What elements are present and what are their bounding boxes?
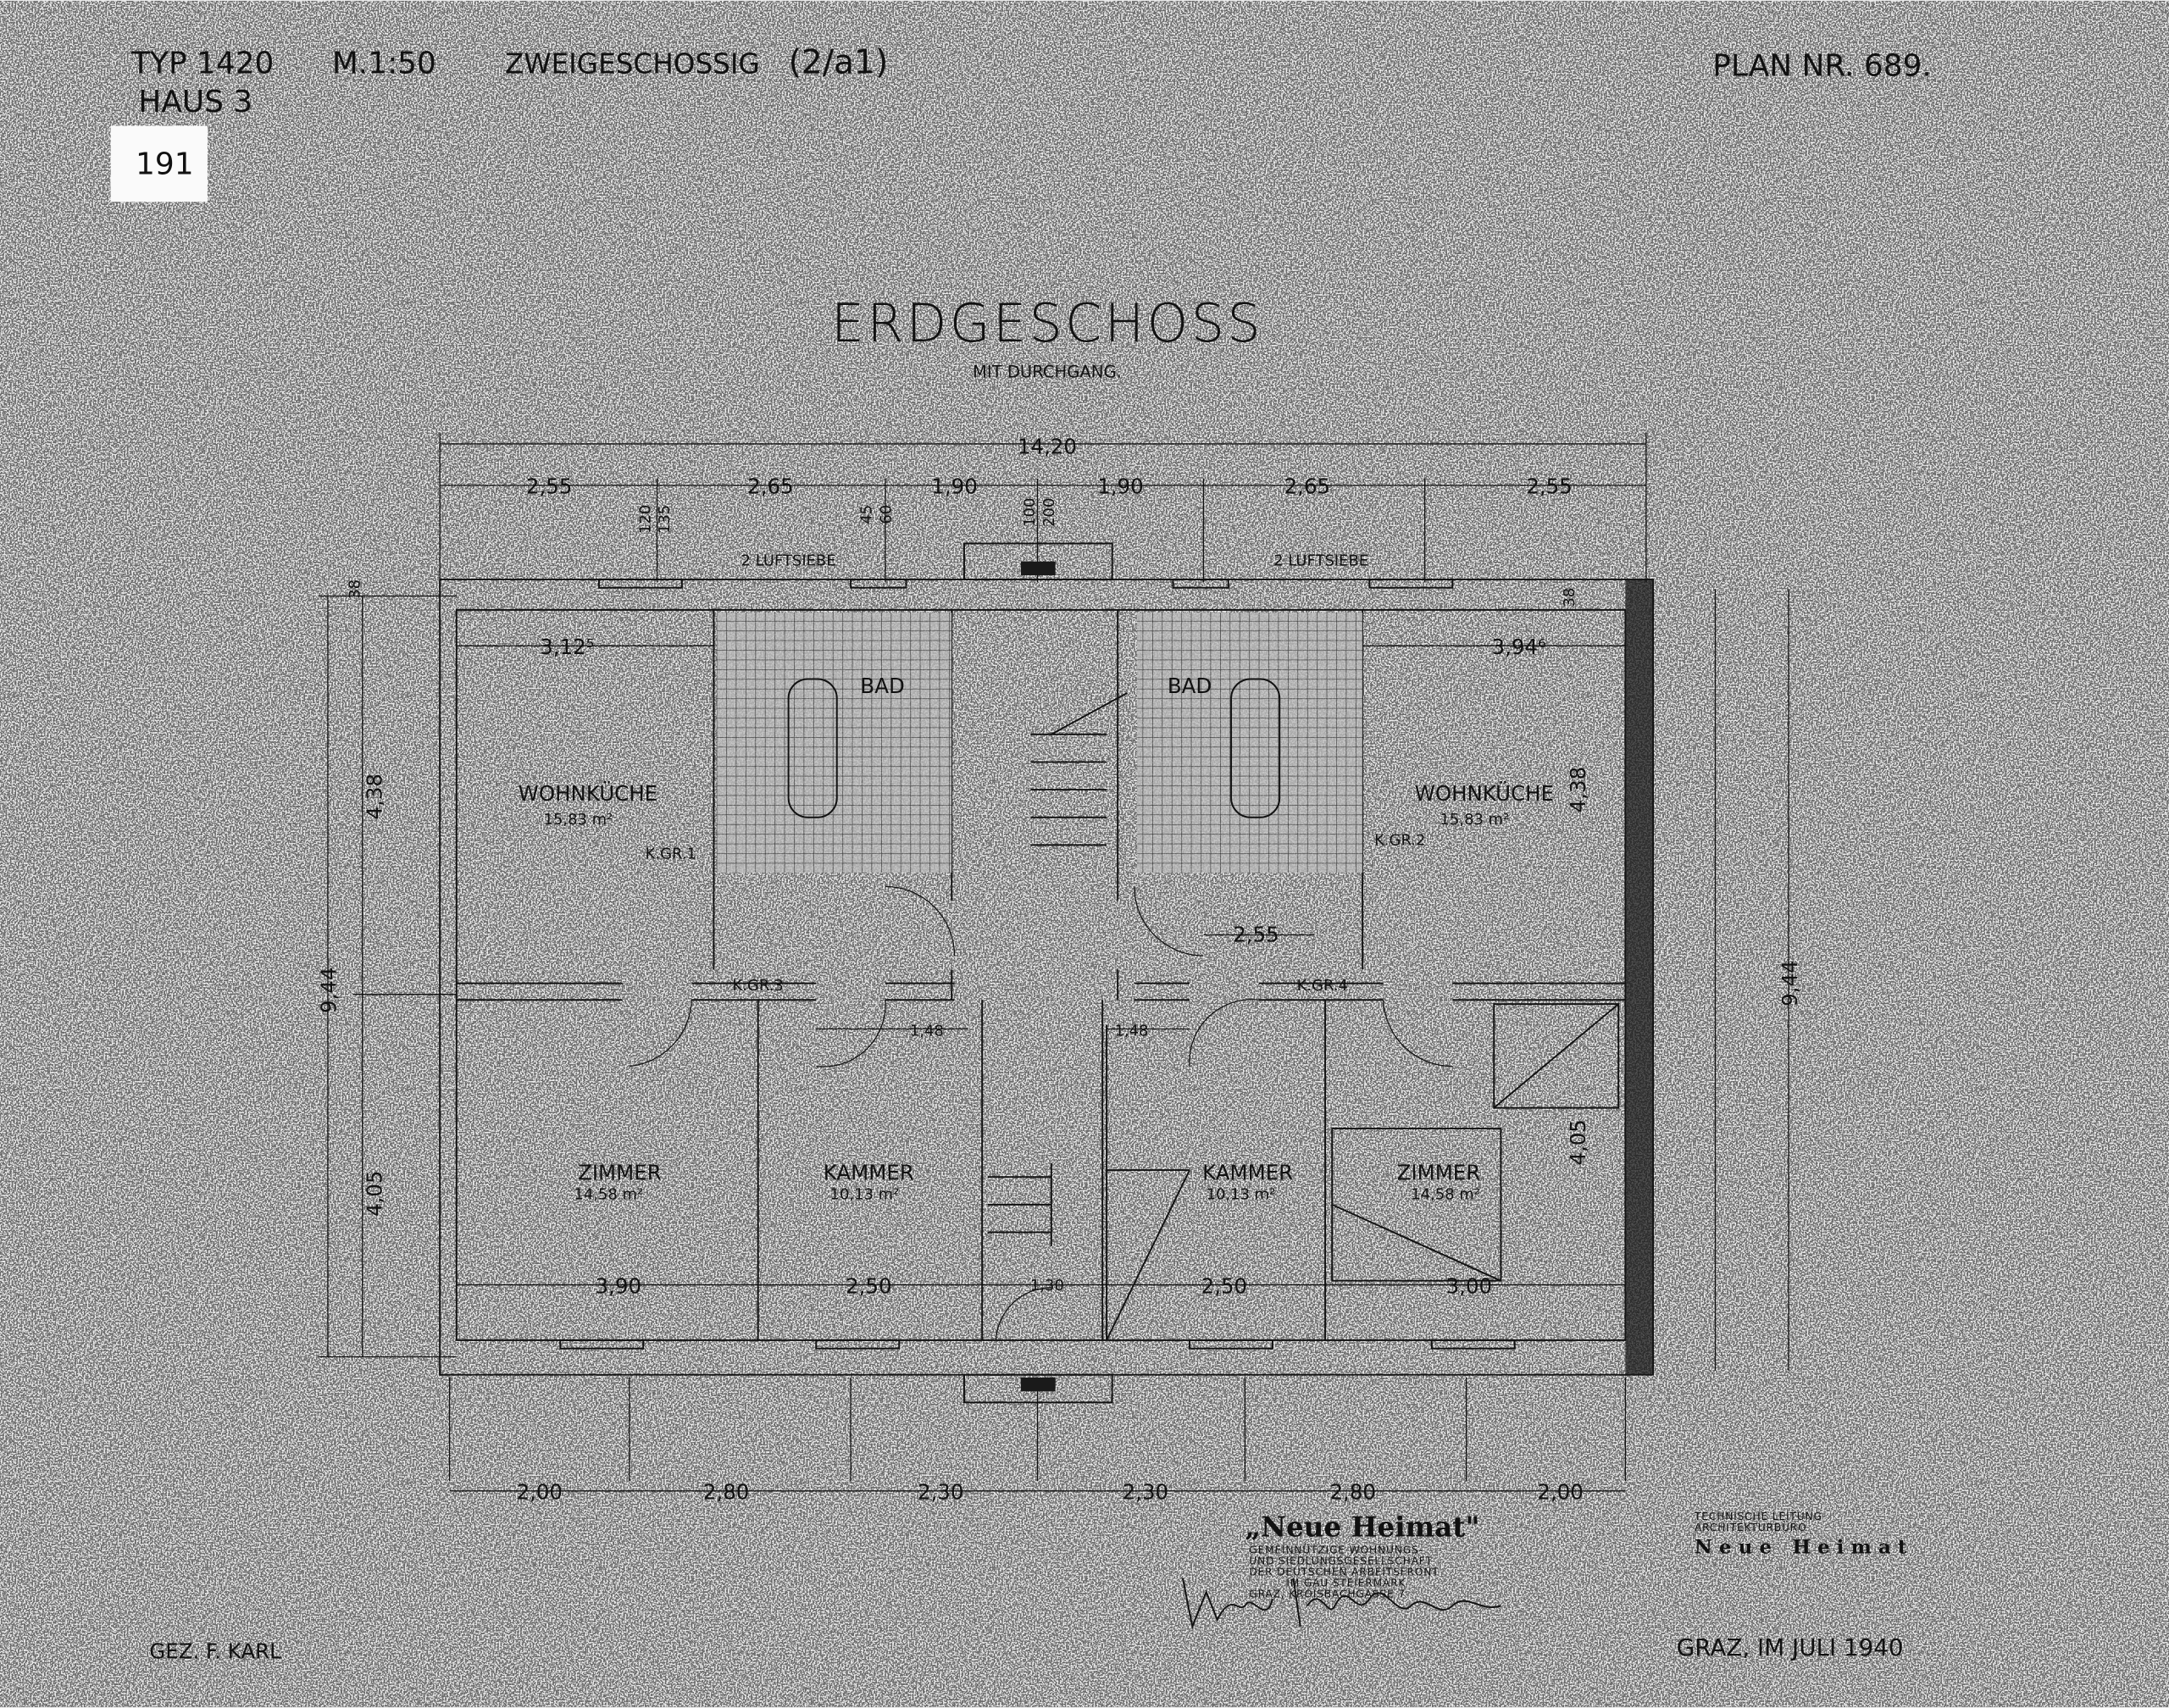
stamp-line: IM GAU STEIERMARK: [1286, 1577, 1406, 1589]
dim-inner: 3,00: [1446, 1273, 1492, 1298]
room-area: 10,13 m²: [830, 1185, 900, 1203]
dim-inner: 1,30: [1030, 1277, 1064, 1295]
inner-dimensions: 3,12⁵ 3,94⁶ 3,90 2,50 2,50 3,00 1,48 1,4…: [456, 635, 1626, 1298]
dim-inner: 3,12⁵: [540, 635, 594, 659]
stamp-line: TECHNISCHE LEITUNG: [1694, 1511, 1822, 1522]
right-lower-dim: 4,05: [1566, 1119, 1590, 1165]
dim-inner: 3,94⁶: [1492, 635, 1546, 659]
room-kgr3: K.GR.3: [733, 977, 784, 995]
dim-bottom: 2,30: [1123, 1480, 1168, 1505]
right-overall-dim: 9,44: [1778, 960, 1802, 1006]
dim-top: 2,55: [526, 474, 572, 499]
room-area: 14,58 m²: [1411, 1185, 1480, 1203]
room-wohnkueche-right: WOHNKÜCHE: [1415, 781, 1554, 806]
room-kgr2: K.GR.2: [1374, 831, 1425, 849]
code-label: (2/a1): [789, 43, 889, 81]
room-zimmer-right: ZIMMER: [1397, 1160, 1481, 1184]
left-upper-dim: 4,38: [363, 774, 387, 819]
dim-top: 2,55: [1526, 474, 1572, 499]
room-bad-right: BAD: [1168, 674, 1212, 698]
plan-subtitle: MIT DURCHGANG.: [973, 363, 1122, 382]
drawn-by: GEZ. F. KARL: [149, 1639, 281, 1663]
plan-title: ERDGESCHOSS: [831, 292, 1263, 354]
walls: [439, 542, 1654, 1404]
room-wohnkueche-left: WOHNKÜCHE: [519, 781, 657, 806]
top-dimensions: 2,55 2,65 1,90 1,90 2,65 2,55: [526, 474, 1573, 499]
room-kammer-left: KAMMER: [824, 1160, 914, 1184]
stamp-title: „Neue Heimat": [1245, 1511, 1479, 1544]
dim-bottom: 2,00: [1537, 1480, 1583, 1505]
room-area: 14,58 m²: [574, 1185, 644, 1203]
stamp-line: ARCHITEKTURBÜRO: [1695, 1520, 1807, 1533]
window-mark: 135: [656, 505, 674, 534]
dim-top: 2,65: [1284, 474, 1330, 499]
window-mark: 45: [858, 505, 876, 524]
room-bad-left: BAD: [860, 674, 904, 698]
left-lower-dim: 4,05: [363, 1171, 387, 1217]
plan-number: PLAN NR. 689.: [1712, 49, 1932, 84]
room-zimmer-left: ZIMMER: [578, 1160, 662, 1184]
right-upper-dim: 4,38: [1566, 767, 1590, 812]
dim-top: 2,65: [747, 474, 793, 499]
stamp-technische-leitung: TECHNISCHE LEITUNG ARCHITEKTURBÜRO Neue …: [1694, 1511, 1914, 1558]
stamp-neue-heimat: „Neue Heimat" GEMEINNÜTZIGE WOHNUNGS- UN…: [1245, 1511, 1479, 1600]
wall-thickness: 38: [1561, 588, 1578, 607]
dim-inner: 3,90: [596, 1273, 641, 1298]
window-mark: 120: [636, 505, 654, 534]
dim-top: 1,90: [931, 474, 977, 499]
stamp-line: GEMEINNÜTZIGE WOHNUNGS-: [1249, 1542, 1423, 1556]
room-kammer-right: KAMMER: [1202, 1160, 1293, 1184]
house-label: HAUS 3: [138, 85, 252, 119]
vent-label: 2 LUFTSIEBE: [741, 552, 836, 570]
vent-label: 2 LUFTSIEBE: [1273, 552, 1368, 570]
archive-label-patch: [110, 125, 208, 202]
window-mark: 100: [1021, 498, 1039, 527]
stamp-line: UND SIEDLUNGSGESELLSCHAFT: [1249, 1555, 1432, 1567]
stamp-line: GRAZ, KROISBACHGASSE 7: [1249, 1589, 1406, 1600]
stamp-line: DER DEUTSCHEN ARBEITSFRONT: [1249, 1566, 1439, 1578]
place-date: GRAZ, IM JULI 1940: [1677, 1633, 1904, 1661]
dim-bottom: 2,80: [1329, 1480, 1375, 1505]
room-kgr4: K.GR.4: [1297, 977, 1348, 995]
dim-top: 1,90: [1097, 474, 1143, 499]
dim-inner: 1,48: [910, 1023, 944, 1040]
bottom-dimensions: 2,00 2,80 2,30 2,30 2,80 2,00: [516, 1480, 1583, 1505]
dimension-lines: [318, 432, 1789, 1492]
dim-bottom: 2,80: [703, 1480, 749, 1505]
stamp-title: Neue Heimat: [1695, 1536, 1914, 1558]
dim-inner: 2,50: [1201, 1273, 1247, 1298]
archive-number: 191: [136, 147, 194, 182]
overall-width: 14,20: [1018, 434, 1077, 458]
dim-bottom: 2,30: [918, 1480, 963, 1505]
scale-label: M.1:50: [332, 46, 436, 80]
left-overall-dim: 9,44: [317, 968, 341, 1013]
dim-inner: 2,55: [1233, 923, 1279, 947]
dim-inner: 2,50: [846, 1273, 891, 1298]
type-label: TYP 1420: [130, 46, 274, 80]
room-area: 15,83 m²: [544, 811, 613, 829]
window-mark: 60: [877, 505, 895, 524]
signature: [1181, 1578, 1501, 1630]
room-area: 10,13 m²: [1207, 1185, 1276, 1203]
room-labels: WOHNKÜCHE 15,83 m² WOHNKÜCHE 15,83 m² BA…: [519, 674, 1554, 1204]
window-mark: 200: [1040, 498, 1058, 527]
room-area: 15,83 m²: [1440, 811, 1510, 829]
wall-thickness: 38: [346, 580, 363, 599]
storeys-label: ZWEIGESCHOSSIG: [505, 47, 760, 80]
dim-inner: 1,48: [1115, 1023, 1149, 1040]
dim-bottom: 2,00: [516, 1480, 562, 1505]
room-kgr1: K.GR.1: [646, 846, 696, 863]
